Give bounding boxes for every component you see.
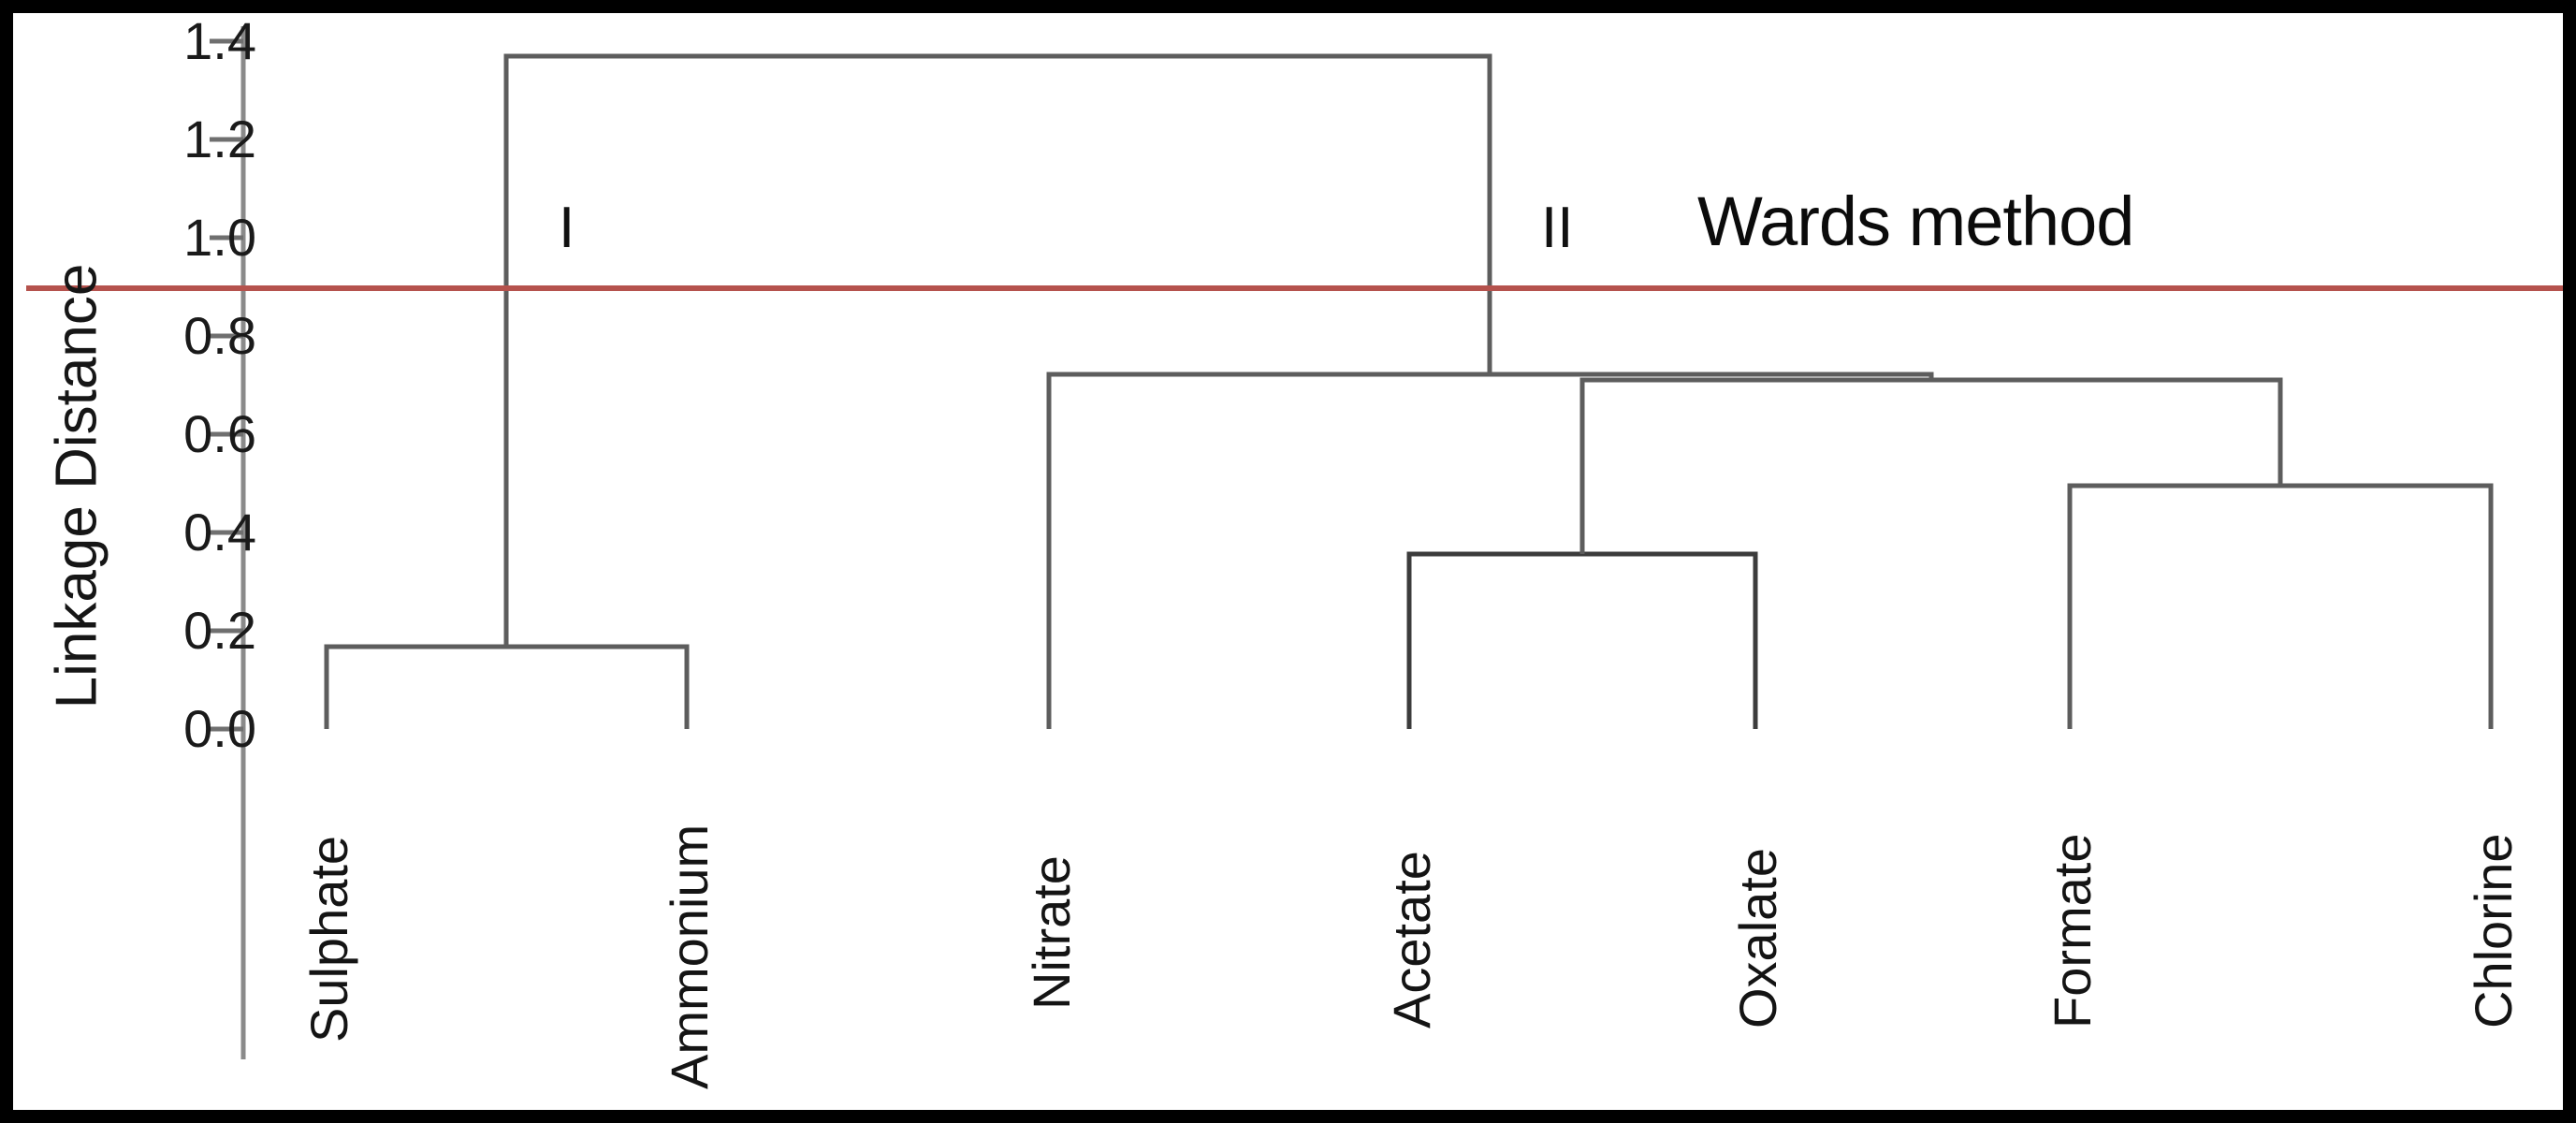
- leaf-label-chlorine: Chlorine: [2464, 833, 2523, 1028]
- dendrogram-linkage-tree: [324, 53, 2494, 729]
- leaf-label-formate: Formate: [2043, 833, 2102, 1029]
- y-axis-tick-labels: 1.4 1.2 1.0 0.8 0.6 0.4 0.2 0.0: [116, 11, 256, 1110]
- merge-node-acetate-oxalate-formate-chlorine: [1579, 377, 2283, 554]
- leaf-label-ammonium: Ammonium: [660, 824, 719, 1089]
- y-tick-label: 1.4: [183, 11, 256, 70]
- merge-node-sulphate-ammonium: [324, 644, 690, 729]
- dendrogram-plot-area: [26, 26, 2563, 1059]
- merge-node-root: [503, 53, 1492, 647]
- y-tick-label: 0.2: [183, 601, 256, 660]
- cluster-label-one: I: [559, 196, 575, 260]
- y-tick-label: 1.2: [183, 109, 256, 168]
- y-tick-label: 0.6: [183, 404, 256, 463]
- leaf-label-sulphate: Sulphate: [299, 835, 358, 1043]
- leaf-label-nitrate: Nitrate: [1022, 855, 1081, 1010]
- y-tick-label: 0.0: [183, 699, 256, 758]
- y-axis-title: Linkage Distance: [44, 263, 109, 709]
- chart-title: Wards method: [1697, 182, 2134, 260]
- y-tick-label: 0.4: [183, 503, 256, 562]
- leaf-label-oxalate: Oxalate: [1728, 848, 1787, 1028]
- merge-node-formate-chlorine: [2067, 483, 2494, 729]
- merge-node-acetate-oxalate: [1406, 551, 1758, 729]
- cluster-label-two: II: [1541, 196, 1574, 260]
- y-axis-ticks: [210, 38, 243, 732]
- leaf-label-acetate: Acetate: [1382, 851, 1441, 1028]
- y-tick-label: 0.8: [183, 306, 256, 365]
- y-tick-label: 1.0: [183, 208, 256, 267]
